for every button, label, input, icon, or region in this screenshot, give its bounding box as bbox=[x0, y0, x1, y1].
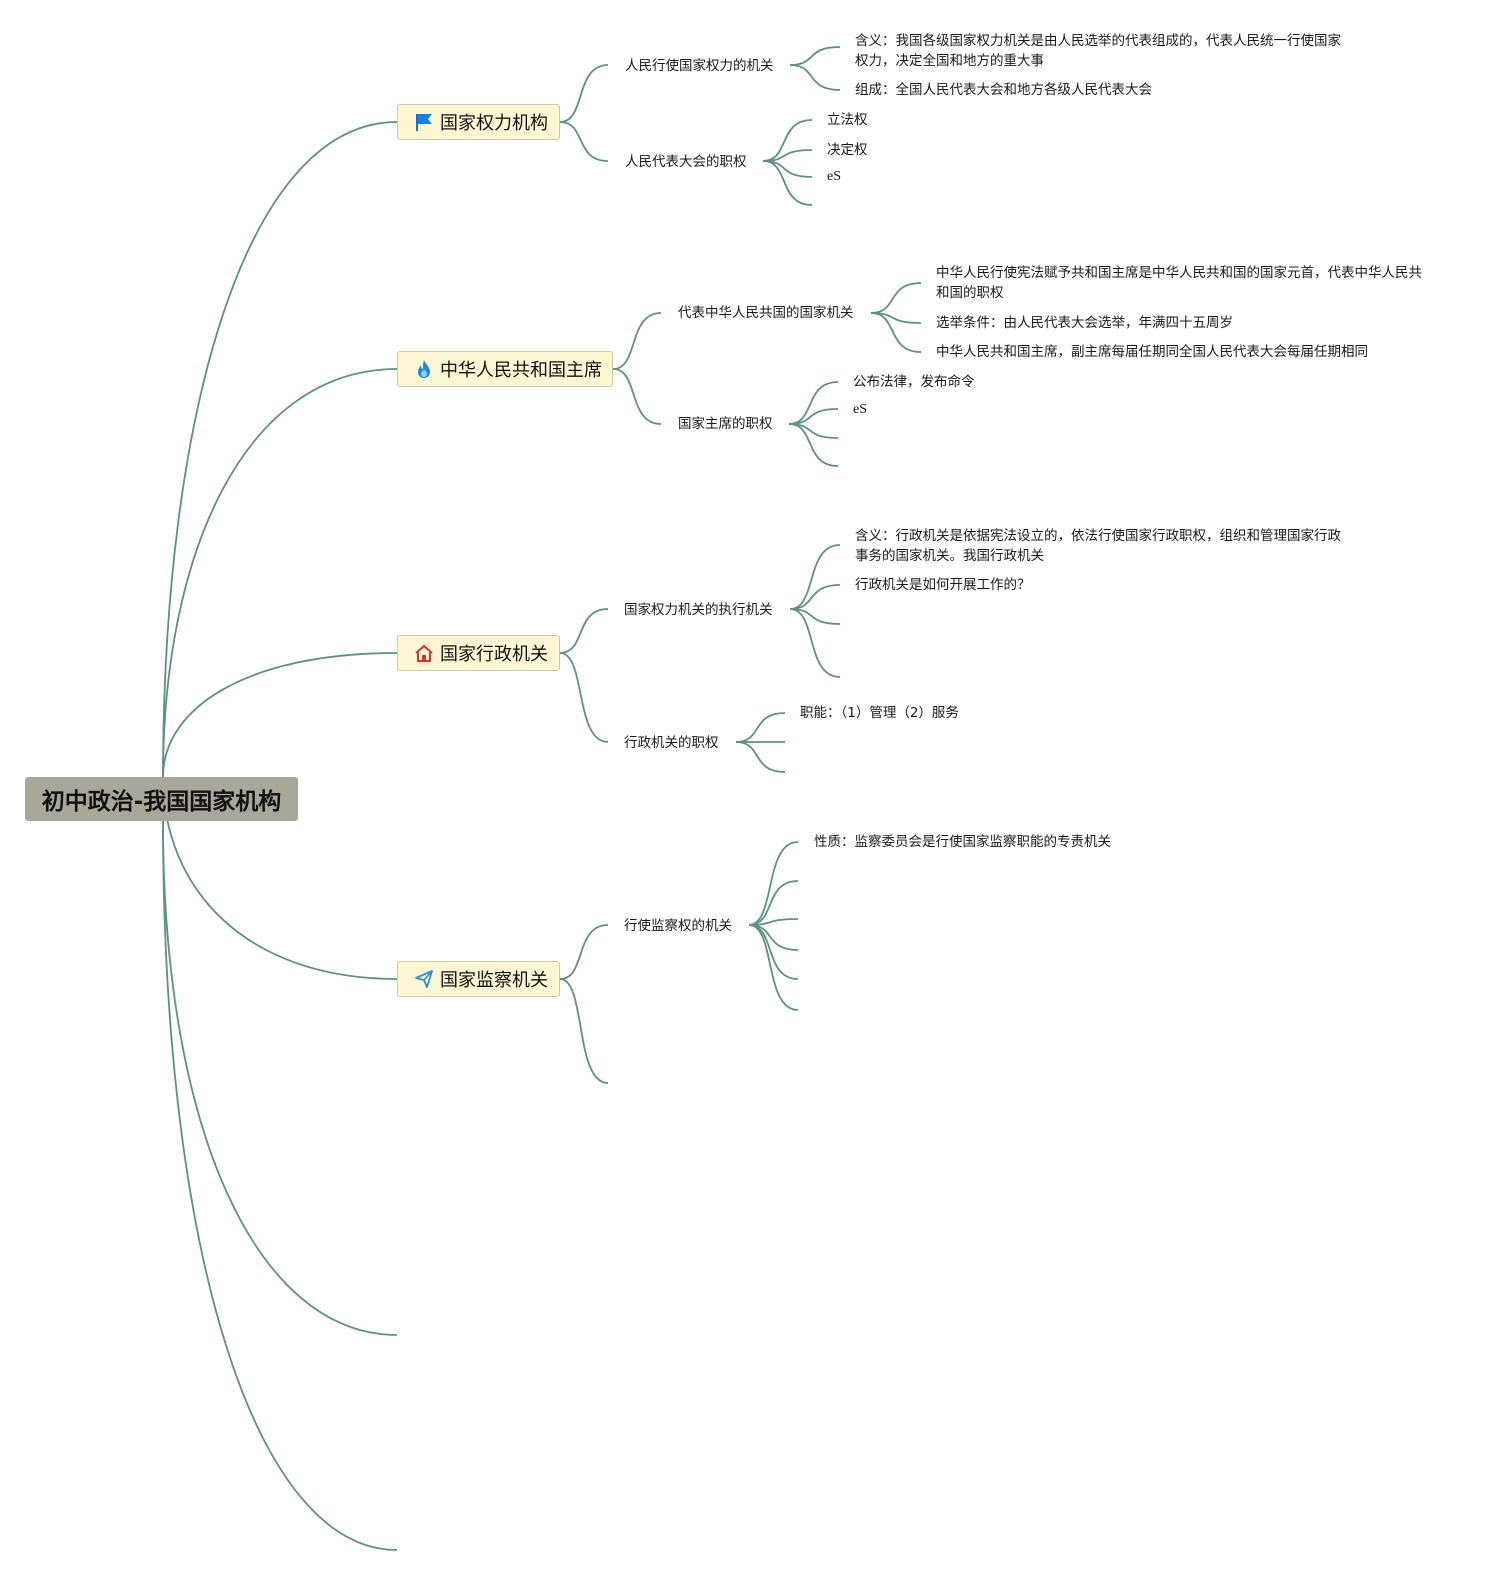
leaf-connector bbox=[748, 924, 799, 980]
leaf-text[interactable]: 组成：全国人民代表大会和地方各级人民代表大会 bbox=[855, 82, 1152, 98]
branch-connector bbox=[559, 978, 609, 1084]
subtopic-label[interactable]: 国家主席的职权 bbox=[678, 416, 773, 432]
root-title: 初中政治-我国国家机构 bbox=[41, 789, 282, 815]
branch-label: 中华人民共和国主席 bbox=[440, 360, 602, 381]
branch-supervisory-organ[interactable]: 国家监察机关 bbox=[397, 961, 560, 997]
leaf-text[interactable]: 选举条件：由人民代表大会选举，年满四十五周岁 bbox=[936, 315, 1233, 331]
leaf-connector bbox=[870, 282, 922, 314]
leaf-text[interactable]: 中华人民行使宪法赋予共和国主席是中华人民共和国的国家元首，代表中华人民共和国的职… bbox=[936, 265, 1422, 301]
branch-connector bbox=[559, 608, 609, 654]
leaf-text[interactable]: eS bbox=[827, 169, 841, 184]
fire-icon bbox=[414, 359, 434, 379]
paper-plane-icon bbox=[414, 969, 434, 989]
branch-label: 国家权力机构 bbox=[440, 113, 548, 134]
leaf-text[interactable]: eS bbox=[853, 402, 867, 417]
subtopic-label[interactable]: 人民行使国家权力的机关 bbox=[625, 58, 774, 74]
leaf-text[interactable]: 立法权 bbox=[827, 112, 868, 128]
root-connector bbox=[162, 652, 398, 778]
leaf-connector bbox=[748, 924, 799, 1011]
leaf-connector bbox=[788, 423, 839, 467]
root-connector bbox=[162, 121, 398, 778]
branch-connector bbox=[559, 64, 609, 123]
leaf-connector bbox=[748, 841, 799, 926]
branch-connector bbox=[612, 368, 662, 425]
leaf-connector bbox=[762, 119, 813, 162]
leaf-text[interactable]: 决定权 bbox=[827, 142, 868, 158]
leaf-connector bbox=[762, 160, 813, 206]
leaf-connector bbox=[789, 584, 841, 610]
leaf-connector bbox=[789, 544, 841, 610]
root-connector bbox=[162, 820, 398, 1551]
house-icon bbox=[414, 643, 434, 663]
leaf-text[interactable]: 含义：我国各级国家权力机关是由人民选举的代表组成的，代表人民统一行使国家权力，决… bbox=[855, 33, 1341, 69]
leaf-connector bbox=[789, 608, 841, 625]
root-connector bbox=[162, 368, 398, 778]
branch-label: 国家行政机关 bbox=[440, 644, 548, 665]
subtopic-label[interactable]: 行政机关的职权 bbox=[624, 735, 719, 751]
flag-icon bbox=[414, 112, 434, 132]
branch-label: 国家监察机关 bbox=[440, 970, 548, 991]
branch-state-president[interactable]: 中华人民共和国主席 bbox=[397, 351, 613, 387]
leaf-connector bbox=[789, 608, 841, 678]
subtopic-label[interactable]: 代表中华人民共国的国家机关 bbox=[678, 305, 854, 321]
leaf-text[interactable]: 含义：行政机关是依据宪法设立的，依法行使国家行政职权，组织和管理国家行政事务的国… bbox=[855, 528, 1341, 564]
branch-administrative-organ[interactable]: 国家行政机关 bbox=[397, 635, 560, 671]
leaf-connector bbox=[762, 160, 813, 178]
branch-connector bbox=[612, 312, 662, 370]
leaf-connector bbox=[789, 64, 841, 91]
leaf-connector bbox=[748, 880, 799, 926]
branch-connector bbox=[559, 924, 609, 980]
leaf-connector bbox=[735, 741, 786, 773]
leaf-text[interactable]: 行政机关是如何开展工作的？ bbox=[855, 577, 1031, 593]
leaf-connector bbox=[789, 46, 841, 66]
branch-national-power-organ[interactable]: 国家权力机构 bbox=[397, 104, 560, 140]
leaf-connector bbox=[788, 381, 839, 425]
subtopic-label[interactable]: 人民代表大会的职权 bbox=[625, 154, 747, 170]
branch-connector bbox=[559, 121, 609, 162]
leaf-connector bbox=[870, 312, 922, 353]
leaf-text[interactable]: 中华人民共和国主席，副主席每届任期同全国人民代表大会每届任期相同 bbox=[936, 344, 1368, 360]
subtopic-label[interactable]: 国家权力机关的执行机关 bbox=[624, 602, 773, 618]
subtopic-label[interactable]: 行使监察权的机关 bbox=[624, 918, 732, 934]
branch-connector bbox=[559, 652, 609, 743]
leaf-text[interactable]: 性质：监察委员会是行使国家监察职能的专责机关 bbox=[814, 834, 1111, 850]
root-topic[interactable]: 初中政治-我国国家机构 bbox=[25, 777, 298, 821]
leaf-text[interactable]: 公布法律，发布命令 bbox=[853, 374, 975, 390]
root-connector bbox=[162, 820, 398, 1336]
leaf-text[interactable]: 职能：（1）管理（2）服务 bbox=[800, 705, 959, 721]
leaf-connector bbox=[735, 712, 786, 743]
